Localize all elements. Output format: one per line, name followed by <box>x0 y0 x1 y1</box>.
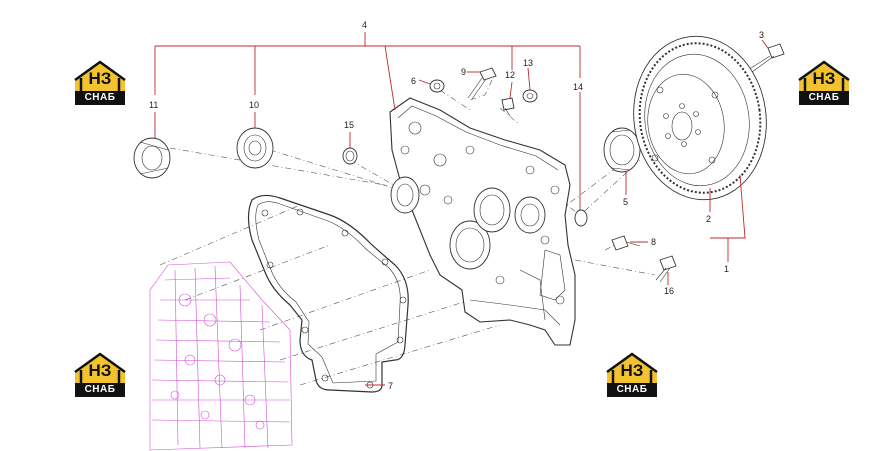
rear-seal-11 <box>133 137 171 179</box>
callout-labels: 4 11 10 6 9 12 13 14 15 3 5 2 8 1 16 7 <box>149 20 764 391</box>
bolt-16 <box>655 255 677 283</box>
logo-subtitle: СНАБ <box>75 91 125 105</box>
bolt-8 <box>611 235 641 251</box>
bolt-3 <box>747 43 785 73</box>
callout-3: 3 <box>759 30 764 40</box>
bolt-9 <box>467 67 497 100</box>
plug-15 <box>342 147 358 165</box>
logo-house-icon <box>798 60 850 91</box>
callout-9: 9 <box>461 67 466 77</box>
callout-5: 5 <box>623 197 628 207</box>
logo-subtitle: СНАБ <box>75 383 125 397</box>
leader-lines <box>154 32 769 386</box>
logo-subtitle: СНАБ <box>607 383 657 397</box>
bearing-10 <box>236 127 274 169</box>
flywheel <box>633 35 767 201</box>
logo-mark: НЗ <box>88 69 112 88</box>
timing-cover <box>389 97 576 346</box>
engine-block <box>149 261 293 451</box>
callout-4: 4 <box>362 20 367 30</box>
callout-2: 2 <box>706 214 711 224</box>
callout-7: 7 <box>388 381 393 391</box>
callout-1: 1 <box>724 264 729 274</box>
brand-logo: НЗ СНАБ <box>72 58 128 108</box>
oil-seal-5 <box>603 127 641 173</box>
plug-6 <box>429 79 445 93</box>
callout-12: 12 <box>505 70 515 80</box>
logo-house-icon <box>74 60 126 91</box>
logo-mark: НЗ <box>88 361 112 380</box>
logo-mark: НЗ <box>812 69 836 88</box>
brand-logo: НЗ СНАБ <box>604 350 660 400</box>
brand-logo: НЗ СНАБ <box>796 58 852 108</box>
callout-14: 14 <box>573 82 583 92</box>
callout-10: 10 <box>249 100 259 110</box>
washer-13 <box>522 89 538 103</box>
ring-14 <box>574 209 588 227</box>
logo-house-icon <box>74 352 126 383</box>
callout-13: 13 <box>523 58 533 68</box>
callout-16: 16 <box>664 286 674 296</box>
logo-subtitle: СНАБ <box>799 91 849 105</box>
bolt-12 <box>501 97 515 117</box>
brand-logo: НЗ СНАБ <box>72 350 128 400</box>
callout-11: 11 <box>149 100 158 110</box>
gasket-7 <box>247 194 409 393</box>
callout-6: 6 <box>411 76 416 86</box>
logo-house-icon <box>606 352 658 383</box>
callout-8: 8 <box>651 237 656 247</box>
logo-mark: НЗ <box>620 361 644 380</box>
callout-15: 15 <box>344 120 354 130</box>
